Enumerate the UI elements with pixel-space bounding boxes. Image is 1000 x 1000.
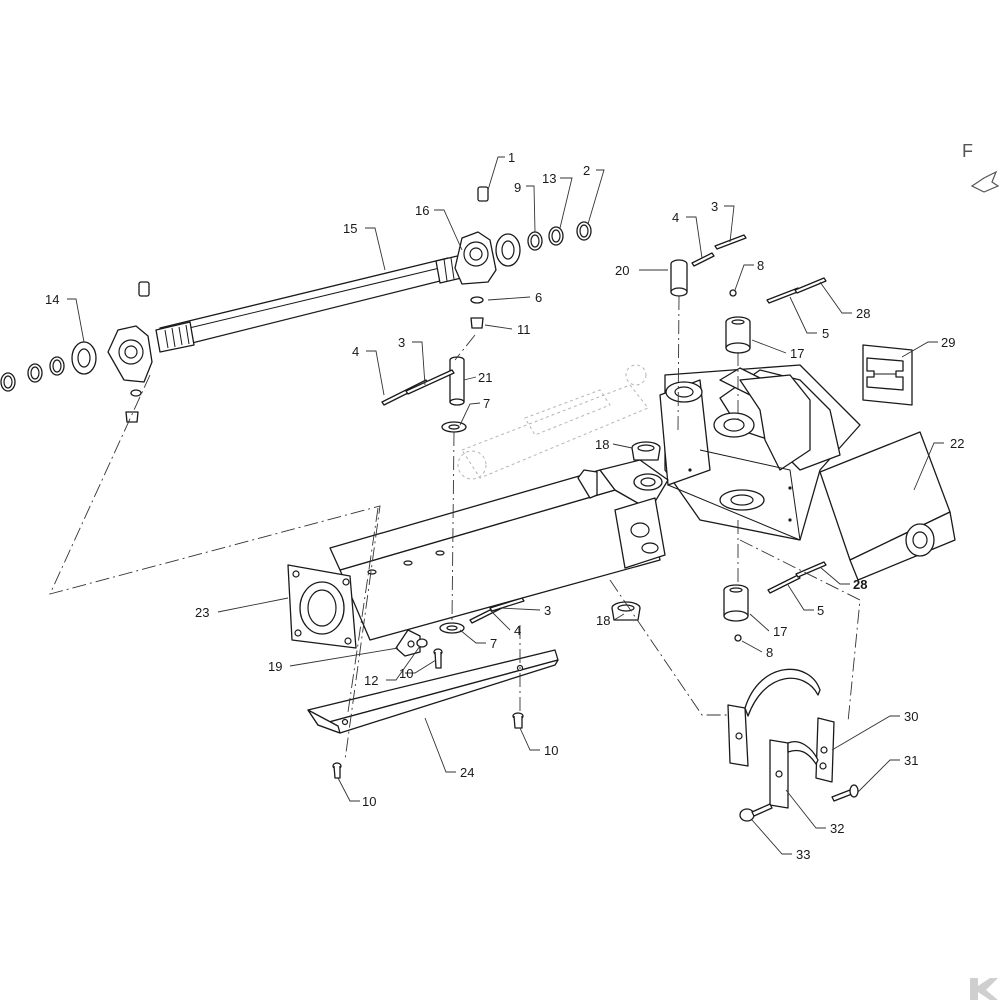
callout-4-right: 4 [672, 210, 679, 225]
callout-7-upper: 7 [483, 396, 490, 411]
callout-12: 12 [364, 673, 378, 688]
callout-3-lower: 3 [544, 603, 551, 618]
callout-10-left: 10 [362, 794, 376, 809]
retaining-rings-left[interactable] [0, 356, 65, 392]
assembly-lines [49, 295, 861, 761]
brand-logo-icon [970, 978, 998, 1000]
washer-7-lower[interactable] [439, 622, 465, 634]
hex-bolt[interactable] [739, 803, 773, 822]
bearing-housing-right[interactable] [454, 186, 497, 285]
callout-17-upper: 17 [790, 346, 804, 361]
callout-22: 22 [950, 436, 964, 451]
lock-pins-5-28[interactable] [766, 277, 827, 594]
callout-20: 20 [615, 263, 629, 278]
callout-3-upper: 3 [398, 335, 405, 350]
callout-30: 30 [904, 709, 918, 724]
callout-29: 29 [941, 335, 955, 350]
retaining-rings-right[interactable] [527, 221, 592, 251]
bolt-10-right[interactable] [512, 712, 524, 729]
washer-12[interactable] [416, 638, 428, 648]
guard-channel[interactable] [307, 649, 559, 734]
callout-9: 9 [514, 180, 521, 195]
callout-28-lower: 28 [853, 577, 867, 592]
pivot-pin-20[interactable] [670, 259, 688, 297]
bolt-10-upper[interactable] [433, 648, 443, 669]
callout-28-upper: 28 [856, 306, 870, 321]
callout-13: 13 [542, 171, 556, 186]
callout-32: 32 [830, 821, 844, 836]
bearing-left[interactable] [71, 341, 97, 375]
spring-pins-upper[interactable] [381, 234, 747, 406]
callout-18-lower: 18 [596, 613, 610, 628]
callout-18-upper: 18 [595, 437, 609, 452]
callout-19: 19 [268, 659, 282, 674]
callout-7-lower: 7 [490, 636, 497, 651]
callout-4-upper: 4 [352, 344, 359, 359]
grease-nipples[interactable] [729, 289, 742, 642]
callout-21: 21 [478, 370, 492, 385]
main-pivot-frame[interactable] [659, 364, 956, 581]
callout-10-right: 10 [544, 743, 558, 758]
callout-16: 16 [415, 203, 429, 218]
washer-7-upper[interactable] [441, 421, 467, 433]
callout-3-right: 3 [711, 199, 718, 214]
callout-14: 14 [45, 292, 59, 307]
bush-18-upper[interactable] [631, 441, 661, 461]
ghost-hydraulic-cylinder [457, 364, 649, 480]
callout-15: 15 [343, 221, 357, 236]
callout-33: 33 [796, 847, 810, 862]
callout-6: 6 [535, 290, 542, 305]
leader-lines [67, 156, 944, 855]
small-fasteners-right[interactable] [470, 296, 484, 329]
callout-17-lower: 17 [773, 624, 787, 639]
callout-1: 1 [508, 150, 515, 165]
callout-2: 2 [583, 163, 590, 178]
bolt-10-left[interactable] [332, 762, 342, 779]
bearing-right[interactable] [495, 233, 521, 267]
wing-bolt[interactable] [831, 784, 859, 802]
callout-labels: 1 2 9 13 15 16 6 11 14 4 3 21 7 4 3 20 8… [45, 150, 964, 862]
pivot-pin-21[interactable] [449, 356, 465, 406]
view-letter: F [962, 141, 973, 161]
callout-31: 31 [904, 753, 918, 768]
decal-plate[interactable] [862, 344, 913, 406]
drawbar-beam[interactable] [287, 459, 669, 649]
callout-11: 11 [517, 322, 531, 337]
bearing-housing-left[interactable] [107, 281, 153, 423]
callout-10-upper: 10 [399, 666, 413, 681]
clamp-half[interactable] [769, 739, 819, 809]
bush-18-lower[interactable] [611, 601, 641, 621]
drive-shaft[interactable] [155, 253, 471, 353]
callout-24: 24 [460, 765, 474, 780]
callout-5-upper: 5 [822, 326, 829, 341]
direction-arrow-icon [970, 170, 1000, 193]
bushing-17-lower[interactable] [723, 584, 749, 622]
callout-23: 23 [195, 605, 209, 620]
callout-5-lower: 5 [817, 603, 824, 618]
callout-4-lower: 4 [514, 623, 521, 638]
callout-8-lower: 8 [766, 645, 773, 660]
bushing-17-upper[interactable] [725, 316, 751, 354]
callout-8-upper: 8 [757, 258, 764, 273]
